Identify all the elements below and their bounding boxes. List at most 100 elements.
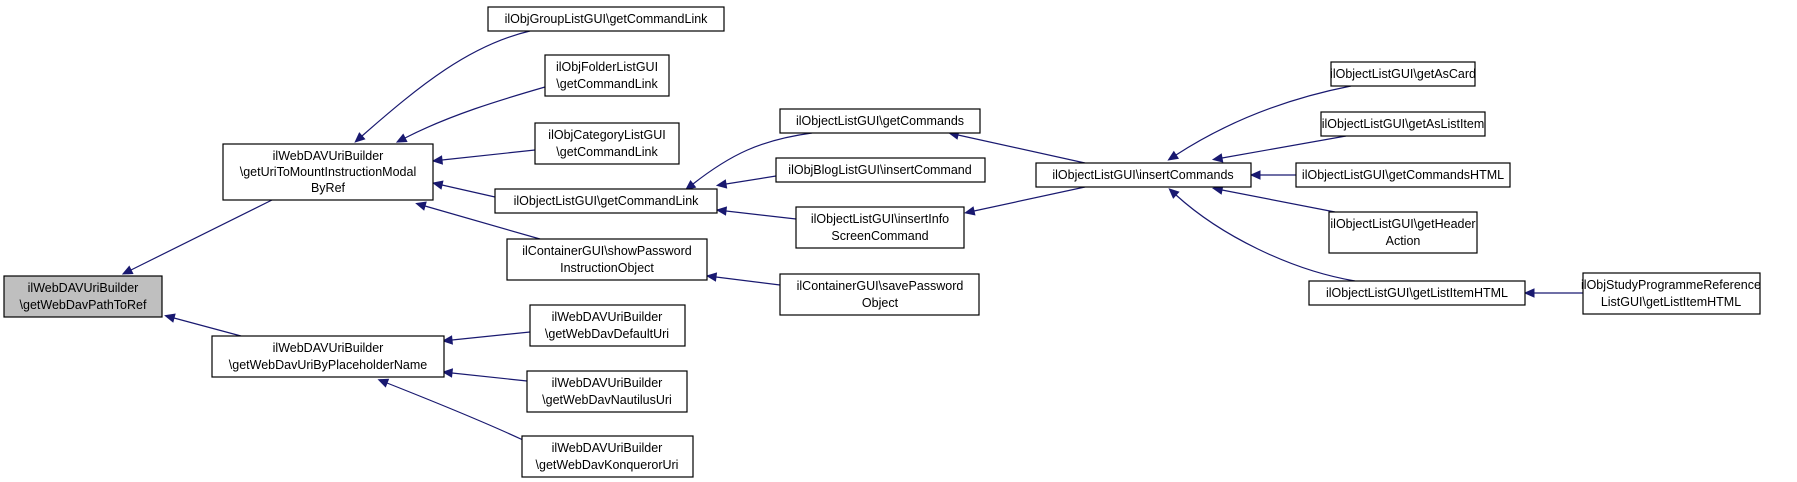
edge-line (725, 210, 797, 220)
edge-getcommands-to-objlist_cmdlink (684, 132, 813, 191)
arrowhead (121, 265, 134, 275)
node-label-line: ilObjectListGUI\getHeader (1330, 217, 1475, 231)
edge-line (715, 276, 781, 286)
node-label-line: \getWebDavKonquerorUri (536, 458, 679, 472)
arrowhead (715, 206, 728, 216)
arrowhead (705, 272, 718, 282)
edge-asListItem-to-insertcommands (1211, 135, 1347, 163)
node-label-line: ilObjectListGUI\getAsListItem (1322, 117, 1485, 131)
edge-folderlist-to-mount (395, 86, 546, 143)
arrowhead (1167, 150, 1180, 161)
node-get-webdav-nautilus-uri[interactable]: ilWebDAVUriBuilder \getWebDavNautilusUri (526, 370, 688, 413)
edge-headerAction-to-insertcommands (1211, 185, 1336, 213)
node-label-line: ilObjFolderListGUI (556, 60, 658, 74)
edge-nautilusuri-to-placeholder (441, 368, 528, 382)
node-get-webdav-uri-by-placeholder-name[interactable]: ilWebDAVUriBuilder \getWebDavUriByPlaceh… (211, 335, 445, 378)
edge-line (1221, 135, 1347, 159)
node-label-line: ilObjectListGUI\getAsCard (1330, 67, 1476, 81)
edge-line (692, 132, 813, 185)
node-study-programme-reference-list-get-list-item-html[interactable]: ilObjStudyProgrammeReference ListGUI\get… (1581, 272, 1761, 315)
arrowhead (431, 155, 444, 165)
edge-line (441, 149, 536, 161)
edge-line (386, 382, 524, 441)
node-label-line: ilObjectListGUI\insertInfo (811, 212, 949, 226)
node-label-line: ilWebDAVUriBuilder (552, 310, 663, 324)
node-object-list-get-header-action[interactable]: ilObjectListGUI\getHeader Action (1328, 211, 1478, 254)
node-label-line: ilObjectListGUI\insertCommands (1052, 168, 1233, 182)
node-object-list-get-list-item-html[interactable]: ilObjectListGUI\getListItemHTML (1308, 280, 1526, 306)
node-get-webdav-konqueror-uri[interactable]: ilWebDAVUriBuilder \getWebDavKonquerorUr… (521, 435, 694, 478)
node-label-line: ilWebDAVUriBuilder (552, 376, 663, 390)
edge-line (1175, 85, 1352, 156)
node-label-line: \getWebDavPathToRef (20, 298, 147, 312)
node-label-line: ilObjCategoryListGUI (548, 128, 665, 142)
node-category-list-get-command-link[interactable]: ilObjCategoryListGUI \getCommandLink (534, 122, 680, 165)
edge-line (957, 134, 1086, 164)
node-label-line: ilObjGroupListGUI\getCommandLink (505, 12, 709, 26)
node-label-line: ilObjectListGUI\getListItemHTML (1326, 286, 1508, 300)
node-object-list-get-as-card[interactable]: ilObjectListGUI\getAsCard (1330, 61, 1476, 87)
arrowhead (395, 133, 408, 143)
node-save-password-object[interactable]: ilContainerGUI\savePassword Object (779, 273, 980, 316)
node-label-line: ilWebDAVUriBuilder (552, 441, 663, 455)
arrowhead (1249, 170, 1261, 180)
node-blog-list-insert-command[interactable]: ilObjBlogListGUI\insertCommand (775, 157, 986, 183)
node-object-list-get-commands-html[interactable]: ilObjectListGUI\getCommandsHTML (1295, 162, 1511, 188)
edge-showpassword-to-mount (415, 201, 541, 240)
node-label-line: \getCommandLink (556, 77, 658, 91)
arrowhead (1168, 188, 1180, 199)
node-group-list-get-command-link[interactable]: ilObjGroupListGUI\getCommandLink (487, 6, 725, 32)
node-object-list-get-as-list-item[interactable]: ilObjectListGUI\getAsListItem (1320, 111, 1486, 137)
node-label-line: ilObjectListGUI\getCommandsHTML (1302, 168, 1504, 182)
node-folder-list-get-command-link[interactable]: ilObjFolderListGUI \getCommandLink (544, 54, 670, 97)
arrowhead (432, 180, 444, 190)
edge-line (725, 175, 777, 185)
node-label-line: ListGUI\getListItemHTML (1601, 295, 1741, 309)
node-label-line: ilContainerGUI\showPassword (522, 244, 692, 258)
node-object-list-insert-commands[interactable]: ilObjectListGUI\insertCommands (1035, 162, 1252, 188)
edge-insertcommands-to-insertinfo (963, 186, 1086, 216)
arrowhead (415, 201, 427, 211)
node-object-list-insert-info-screen-command[interactable]: ilObjectListGUI\insertInfo ScreenCommand (795, 206, 965, 249)
edge-line (973, 186, 1086, 212)
node-label-line: InstructionObject (560, 261, 654, 275)
arrowhead (377, 378, 390, 388)
edge-konquerorturi-to-placeholder (377, 378, 524, 441)
node-label-line: ilObjectListGUI\getCommandLink (514, 194, 700, 208)
edge-line (361, 30, 531, 137)
node-show-password-instruction-object[interactable]: ilContainerGUI\showPassword InstructionO… (506, 238, 708, 281)
node-label-line: ilObjectListGUI\getCommands (796, 114, 964, 128)
arrowhead (1211, 153, 1224, 163)
node-label-line: Object (862, 296, 899, 310)
edge-insertinfo-to-objlist_cmdlink (715, 206, 797, 220)
node-label-line: \getUriToMountInstructionModal (240, 165, 416, 179)
node-label-line: ilWebDAVUriBuilder (273, 149, 384, 163)
edge-grouplist-to-mount (354, 30, 531, 143)
edge-asCard-to-insertcommands (1167, 85, 1352, 161)
node-get-webdav-default-uri[interactable]: ilWebDAVUriBuilder \getWebDavDefaultUri (529, 304, 686, 347)
edge-placeholder-to-root (164, 313, 242, 337)
node-object-list-get-commands[interactable]: ilObjectListGUI\getCommands (779, 108, 981, 134)
arrowhead (164, 313, 176, 323)
node-label-line: ilObjStudyProgrammeReference (1581, 278, 1761, 292)
node-label-line: ilContainerGUI\savePassword (797, 279, 964, 293)
arrowhead (963, 206, 976, 216)
edge-defaulturi-to-placeholder (441, 331, 531, 345)
edge-listItemHTML-to-insertcommands (1168, 188, 1356, 282)
node-label-line: ilWebDAVUriBuilder (273, 341, 384, 355)
node-get-uri-to-mount-instruction-modal-by-ref[interactable]: ilWebDAVUriBuilder \getUriToMountInstruc… (222, 143, 434, 201)
edge-savepassword-to-showpassword (705, 272, 781, 286)
node-get-webdav-path-to-ref[interactable]: ilWebDAVUriBuilder \getWebDavPathToRef (3, 275, 163, 318)
node-object-list-get-command-link[interactable]: ilObjectListGUI\getCommandLink (494, 188, 718, 214)
arrowhead (441, 368, 454, 378)
arrowhead (354, 132, 366, 143)
edge-objlist_cmdlink-to-mount (432, 180, 496, 198)
edge-line (404, 86, 546, 139)
node-label-line: \getWebDavDefaultUri (545, 327, 669, 341)
edge-line (451, 331, 531, 341)
edge-layer (121, 30, 1583, 441)
node-label-line: ScreenCommand (831, 229, 928, 243)
edge-bloginsert-to-objlist_cmdlink (715, 175, 777, 189)
arrowhead (1523, 288, 1535, 298)
